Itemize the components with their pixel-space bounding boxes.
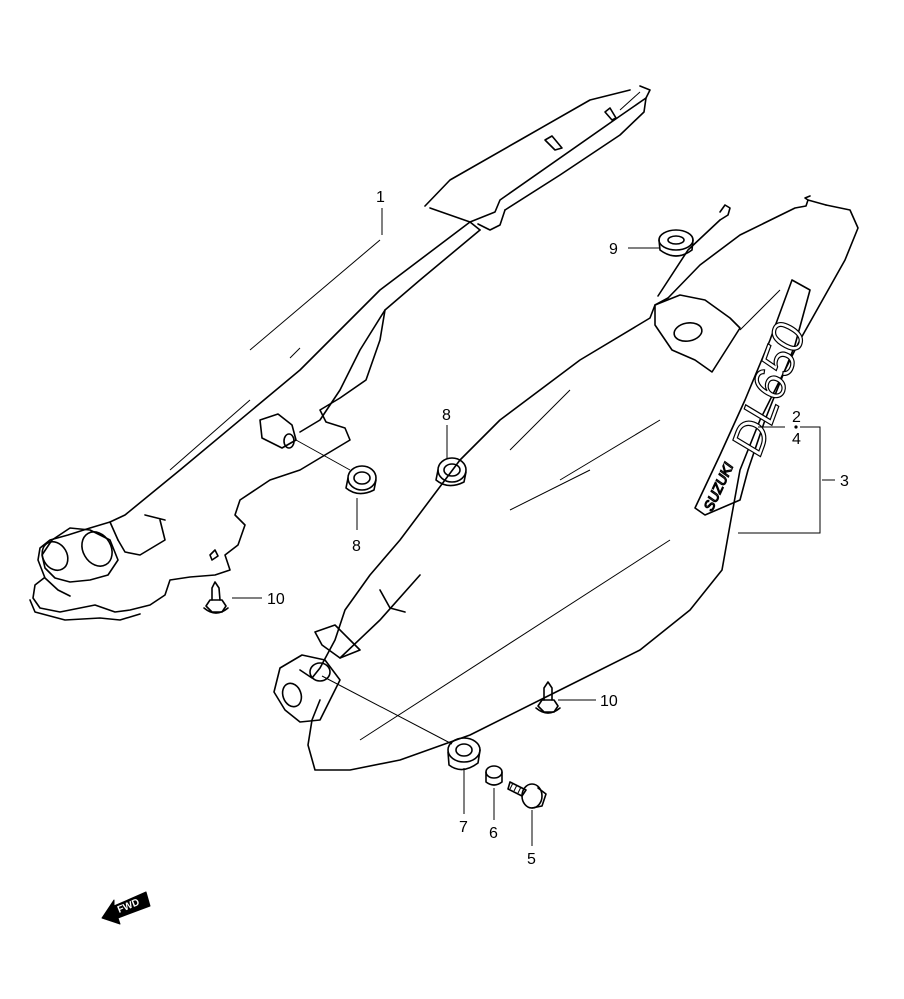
callout-3: 3 — [840, 473, 849, 490]
left-frame-cover — [29, 85, 651, 621]
callout-4: 4 — [792, 431, 801, 448]
fwd-arrow-icon: FWD — [101, 891, 151, 925]
leader-lines — [232, 208, 835, 846]
leader-dot — [794, 425, 798, 429]
callout-8-left: 8 — [352, 538, 361, 555]
callout-9: 9 — [609, 241, 618, 258]
callout-8-center: 8 — [442, 407, 451, 424]
callout-10-left: 10 — [267, 591, 285, 608]
callout-2: 2 — [792, 409, 801, 426]
grommet-7 — [447, 737, 481, 771]
callout-6: 6 — [489, 825, 498, 842]
callout-7: 7 — [459, 819, 468, 836]
callout-1: 1 — [376, 189, 385, 206]
clip-10-left — [203, 581, 229, 614]
collar-6 — [485, 765, 503, 786]
callout-5: 5 — [527, 851, 536, 868]
callout-10-right: 10 — [600, 693, 618, 710]
decal-model-text: DL650 — [721, 316, 816, 462]
grommet-9 — [658, 229, 694, 257]
clip-10-right — [535, 681, 561, 714]
bolt-5 — [507, 781, 547, 809]
grommet-8-left — [345, 465, 377, 495]
grommet-8-center — [435, 457, 467, 487]
right-frame-cover: DL650 SUZUKI — [273, 195, 859, 771]
